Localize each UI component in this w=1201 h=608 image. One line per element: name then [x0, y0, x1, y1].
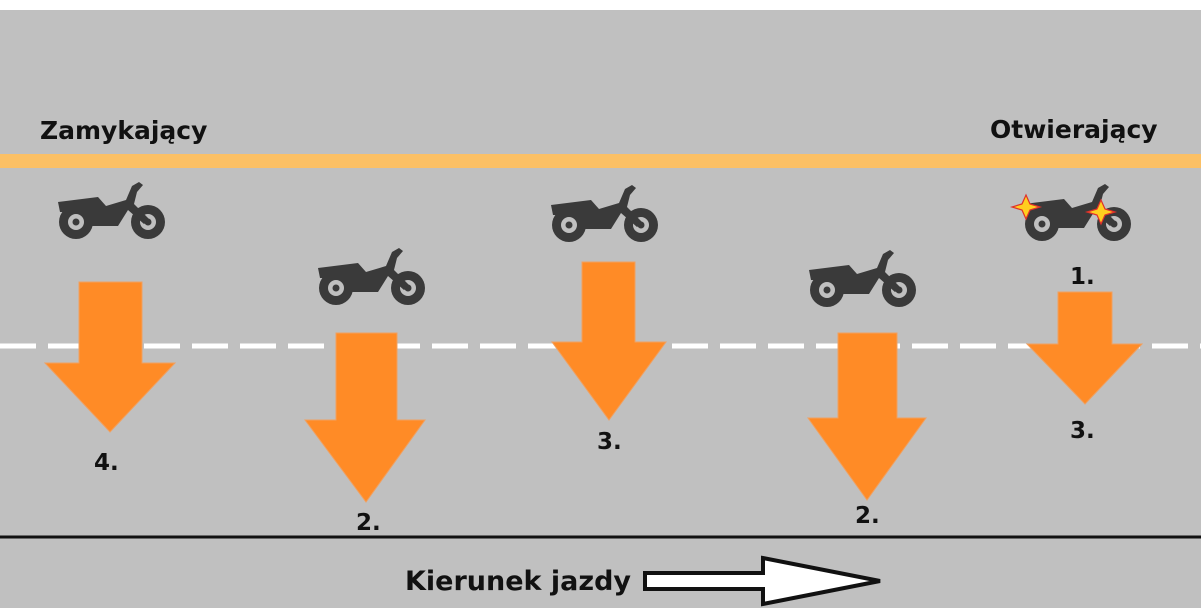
label-closing: Zamykający [40, 116, 208, 145]
order-number: 2. [855, 503, 880, 529]
arrow-down-icon [1025, 291, 1144, 405]
arrow-right-outline-icon [643, 555, 881, 607]
order-number-after: 3. [1070, 418, 1095, 444]
motorcycle-icon [551, 185, 658, 242]
motorcycle-icon [58, 182, 165, 239]
motorcycle-icon [318, 248, 425, 305]
order-number: 4. [94, 450, 119, 476]
center-line [0, 154, 1201, 168]
order-number: 3. [597, 429, 622, 455]
label-direction: Kierunek jazdy [405, 566, 632, 597]
order-number: 1. [1070, 264, 1095, 290]
arrow-down-icon [551, 261, 667, 421]
arrow-down-icon [807, 332, 927, 501]
order-number: 2. [356, 510, 381, 536]
sparkle-icon [1084, 198, 1118, 226]
arrow-down-icon [304, 332, 426, 503]
sparkle-icon [1009, 193, 1043, 221]
label-opening: Otwierający [990, 115, 1158, 144]
motorcycle-icon [809, 250, 916, 307]
arrow-down-icon [43, 281, 177, 433]
